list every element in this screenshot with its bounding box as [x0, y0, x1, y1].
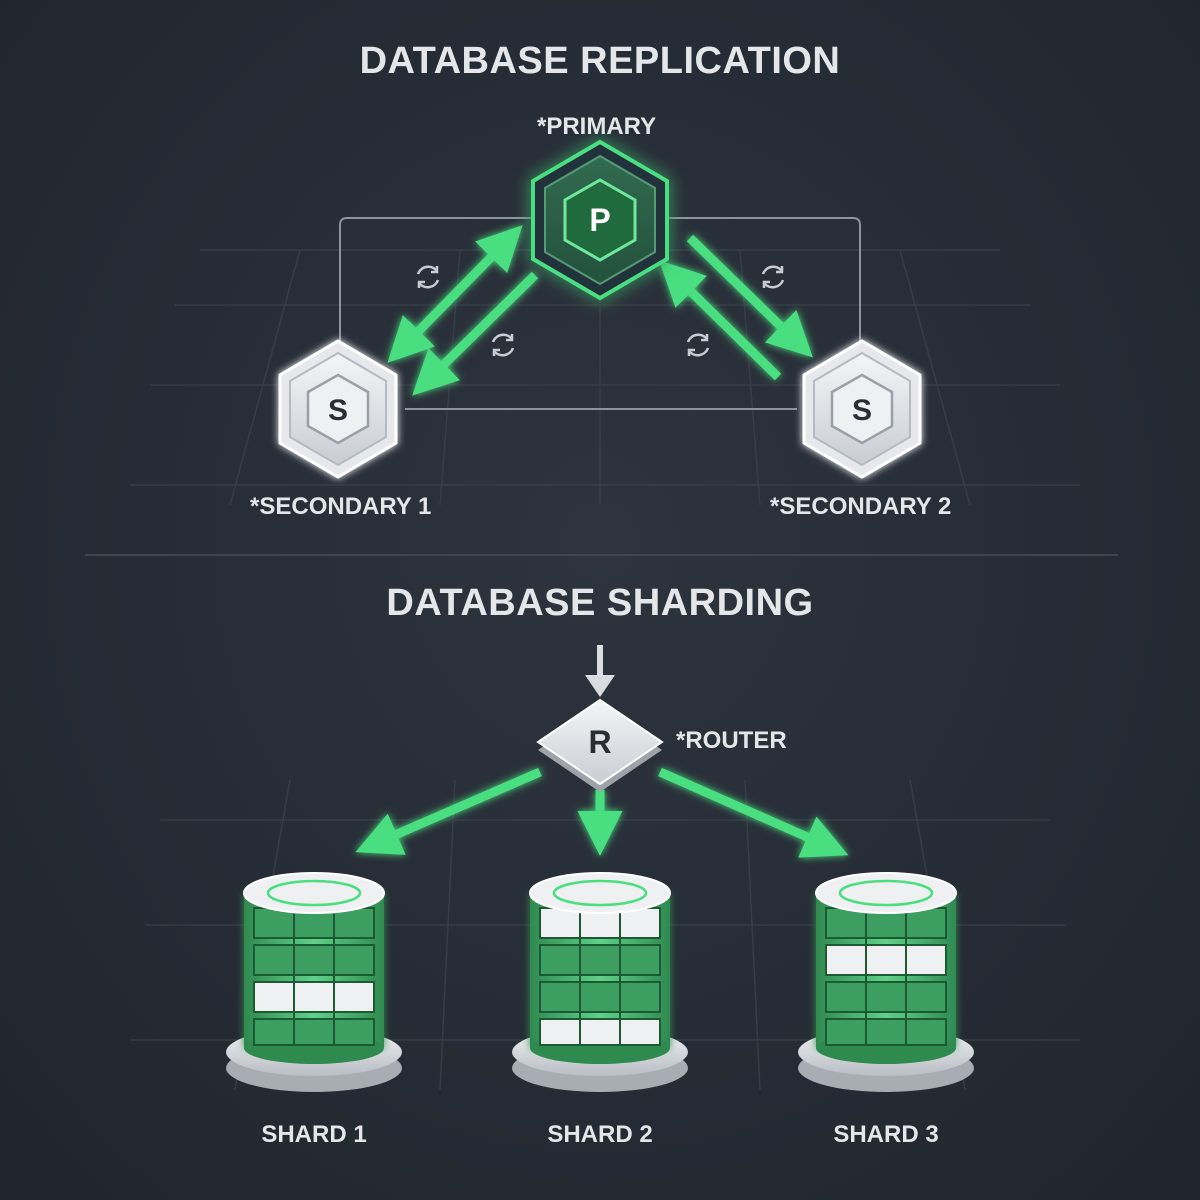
secondary-1-label: *SECONDARY 1: [250, 493, 432, 520]
router-shard-arrows: [355, 767, 849, 858]
arrow-primary-secondary2-b: [659, 260, 782, 381]
replication-arrows: [387, 225, 813, 396]
replication-connectors: [339, 217, 861, 410]
arrow-primary-secondary1-b: [412, 271, 539, 396]
primary-label: *PRIMARY: [537, 113, 657, 140]
sync-icon: [686, 333, 710, 357]
shard-cylinder-3[interactable]: [798, 872, 974, 1092]
shard-cylinder-1[interactable]: [226, 872, 402, 1092]
shard-2-label: SHARD 2: [547, 1121, 653, 1148]
primary-node[interactable]: P: [531, 139, 669, 301]
secondary-2-letter: S: [852, 394, 872, 427]
secondary-node-1[interactable]: S: [278, 339, 398, 479]
primary-letter: P: [589, 202, 610, 238]
arrow-primary-secondary1-a: [387, 225, 523, 363]
arrow-router-shard-3: [658, 767, 849, 858]
router-node[interactable]: R: [536, 698, 664, 792]
router-label: *ROUTER: [676, 727, 787, 754]
router-entry-arrow: [585, 645, 615, 697]
router-letter: R: [588, 724, 611, 760]
shard-1-label: SHARD 1: [261, 1121, 367, 1148]
sync-icon: [491, 333, 515, 357]
sync-icon: [761, 265, 785, 289]
secondary-1-letter: S: [328, 394, 348, 427]
shard-3-label: SHARD 3: [833, 1121, 939, 1148]
arrow-primary-secondary2-a: [686, 234, 813, 358]
sharding-title: DATABASE SHARDING: [386, 582, 814, 624]
replication-title: DATABASE REPLICATION: [359, 40, 841, 82]
secondary-2-label: *SECONDARY 2: [770, 493, 952, 520]
secondary-node-2[interactable]: S: [802, 339, 922, 479]
arrow-router-shard-1: [355, 767, 542, 855]
sync-icon: [416, 265, 440, 289]
shard-cylinder-2[interactable]: [512, 872, 688, 1092]
